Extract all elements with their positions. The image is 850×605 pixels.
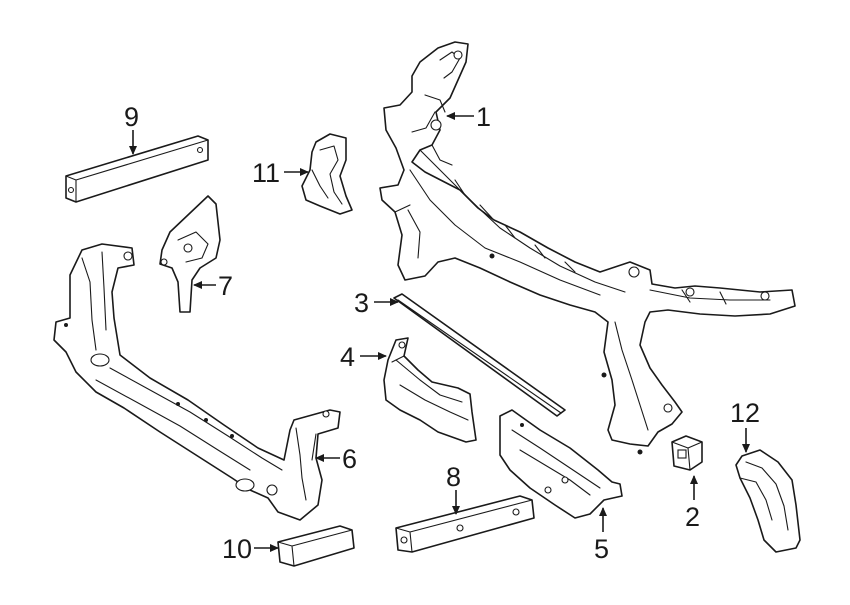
callout-3: 3 (354, 288, 369, 318)
part-7-bracket (159, 195, 221, 313)
part-1-radiator-support (379, 41, 796, 455)
callout-1: 1 (476, 102, 491, 132)
part-6-lower-carrier (53, 243, 341, 521)
callout-12: 12 (730, 398, 760, 428)
part-8-lower-beam (395, 495, 535, 553)
callout-8: 8 (446, 462, 461, 492)
part-2-rubber-bumper (671, 435, 703, 471)
part-9-upper-beam (65, 135, 209, 203)
callout-11: 11 (252, 158, 280, 188)
callout-5: 5 (594, 534, 609, 564)
callout-7: 7 (218, 271, 233, 301)
callout-10: 10 (222, 534, 252, 564)
part-4-bracket (383, 337, 477, 443)
part-12-side-air-guide (735, 449, 801, 553)
callout-9: 9 (124, 102, 139, 132)
part-5-deflector (499, 409, 623, 519)
callout-6: 6 (342, 444, 357, 474)
callout-4: 4 (340, 342, 355, 372)
part-11-air-guide (301, 133, 353, 215)
callout-2: 2 (685, 502, 700, 532)
part-10-absorber-block (277, 525, 355, 567)
part-3-seal-strip (393, 293, 566, 417)
